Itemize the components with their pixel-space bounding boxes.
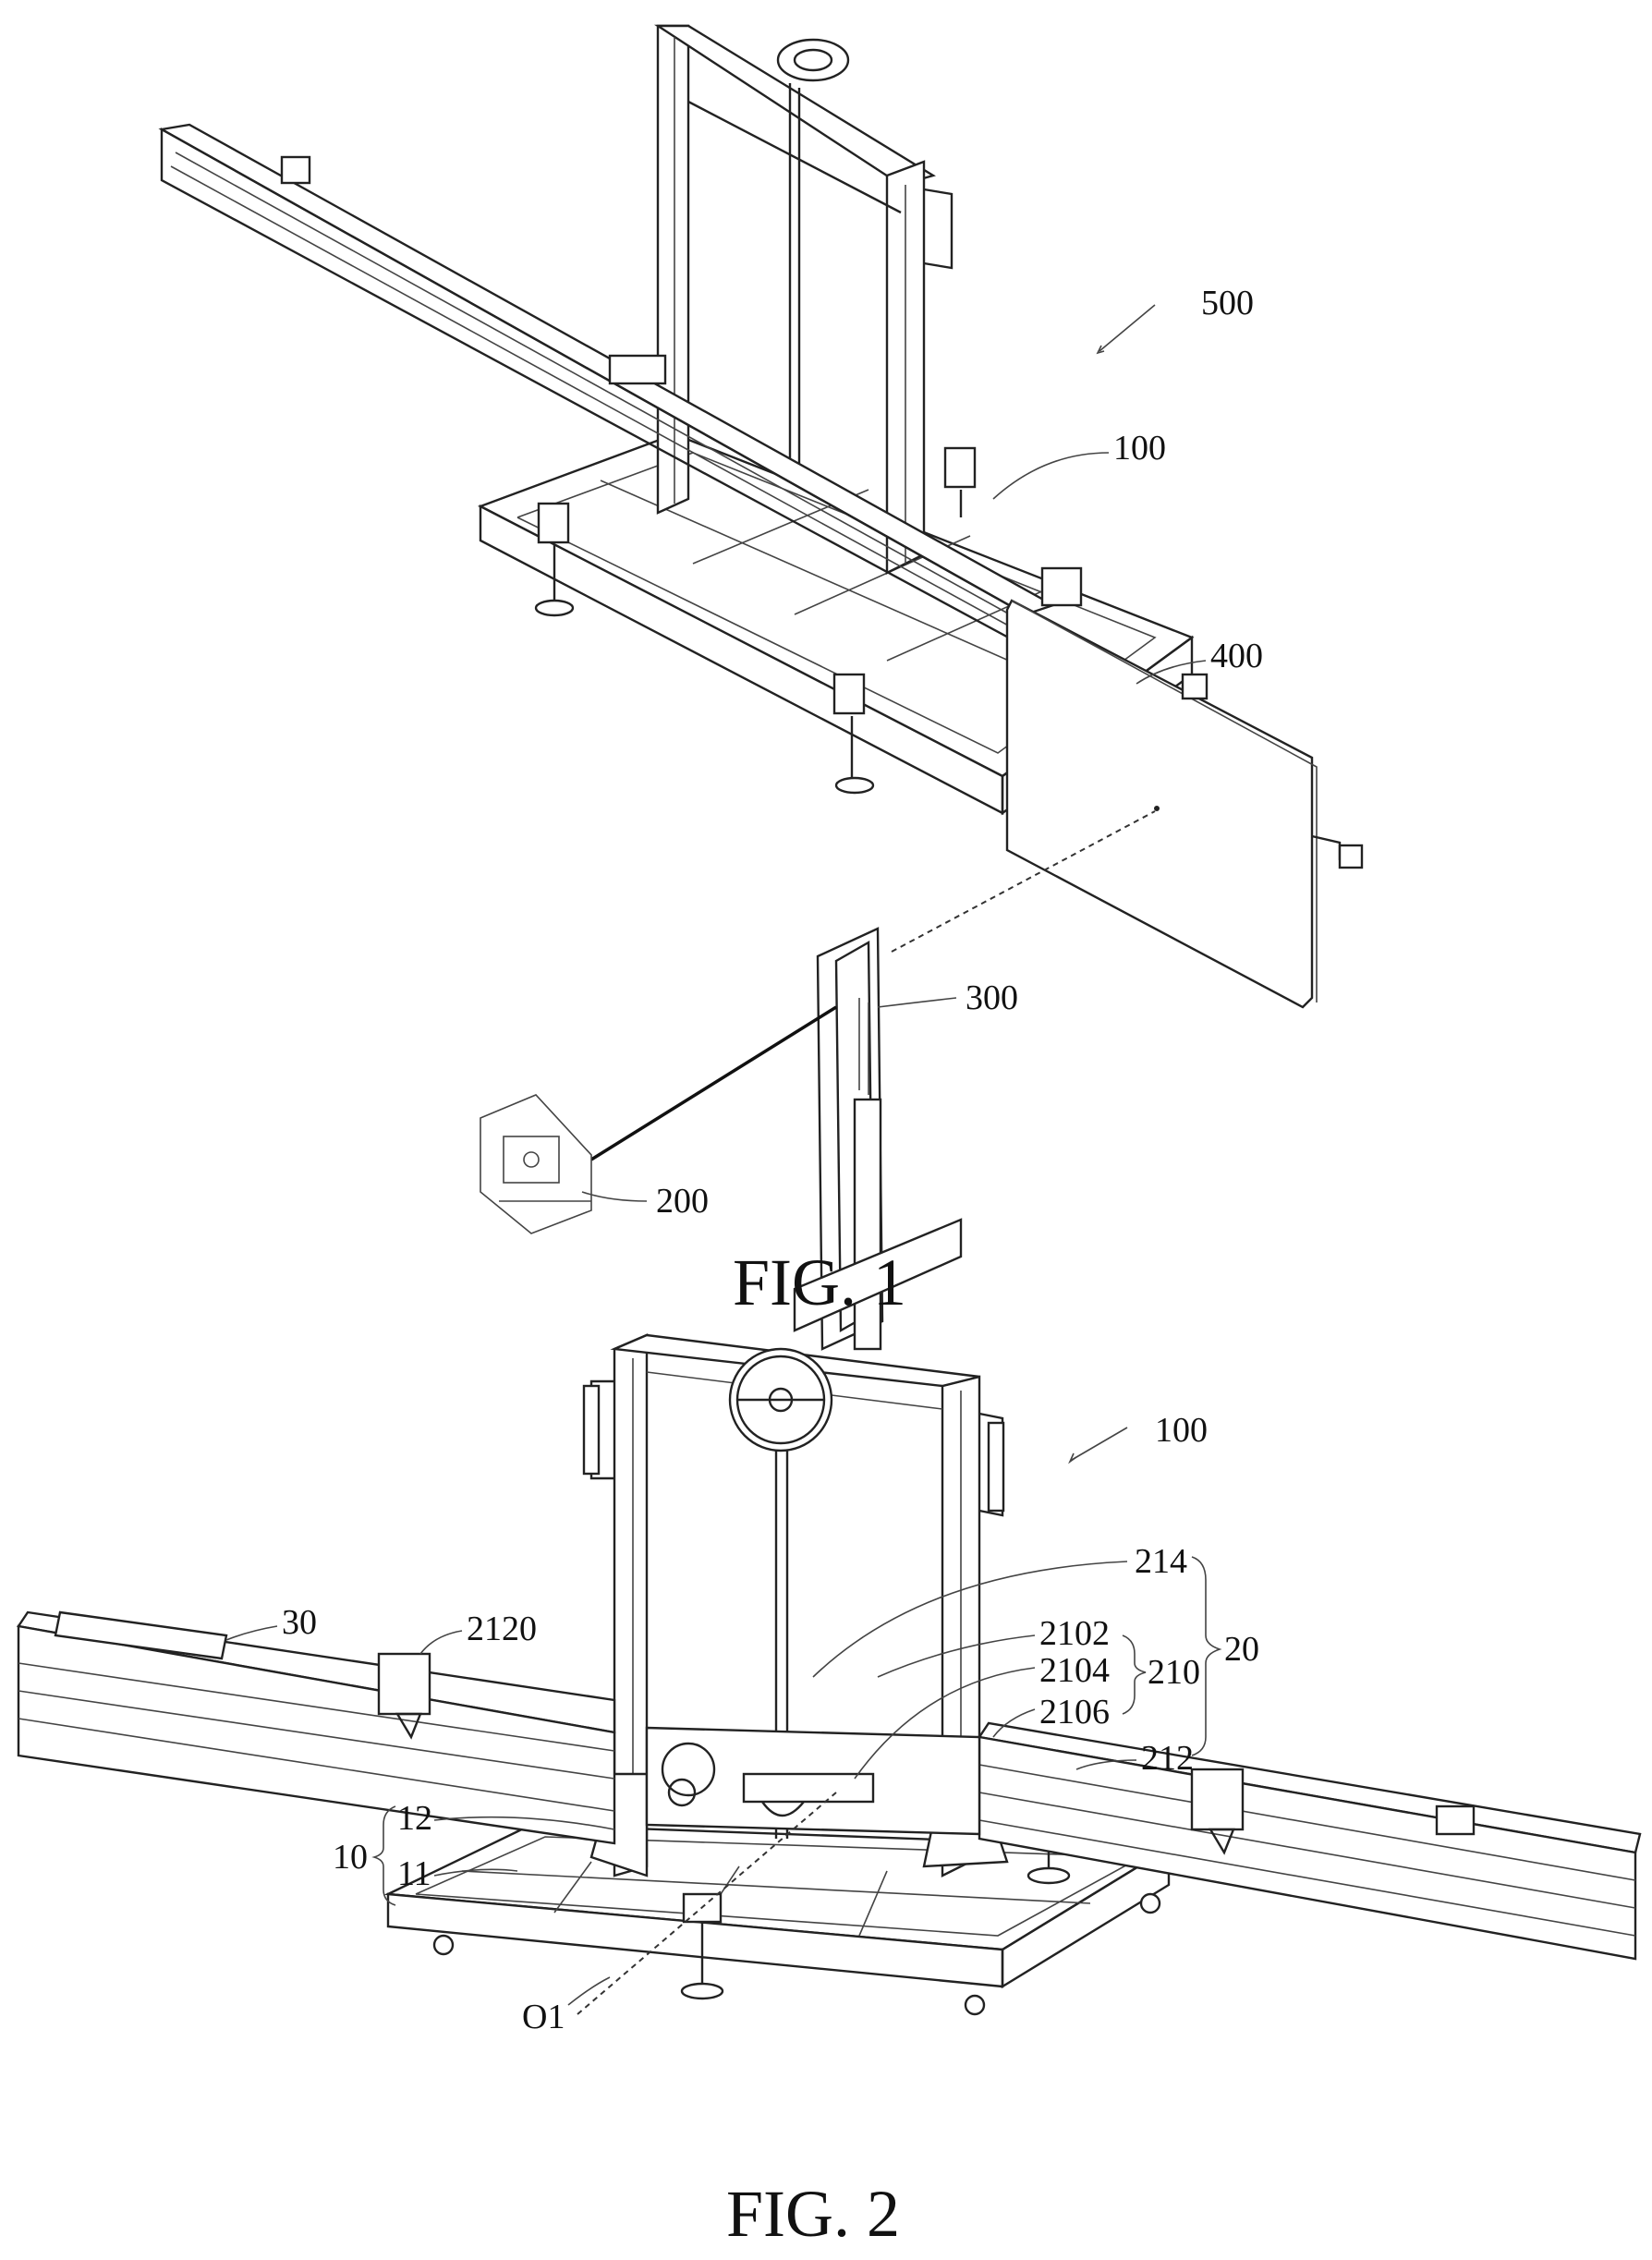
fig2-label-O1: O1 bbox=[522, 1998, 565, 2036]
fig1-label-300: 300 bbox=[966, 978, 1018, 1017]
fig1-wheel-clamp bbox=[480, 1095, 591, 1233]
fig1-label-400: 400 bbox=[1210, 637, 1263, 675]
fig2-caption: FIG. 2 bbox=[726, 2177, 900, 2251]
figure-1: 500 100 400 300 200 FIG. 1 bbox=[162, 26, 1362, 1349]
fig1-label-200: 200 bbox=[656, 1182, 709, 1221]
fig1-laser-beam-solid bbox=[591, 1007, 836, 1160]
fig2-label-2120: 2120 bbox=[467, 1610, 537, 1648]
fig2-label-10: 10 bbox=[333, 1838, 368, 1877]
fig1-label-100: 100 bbox=[1113, 429, 1166, 468]
fig1-label-500: 500 bbox=[1201, 284, 1254, 322]
fig2-label-100: 100 bbox=[1155, 1411, 1208, 1450]
fig2-label-30: 30 bbox=[282, 1603, 317, 1642]
fig2-label-2102: 2102 bbox=[1039, 1614, 1110, 1653]
fig2-label-12: 12 bbox=[397, 1799, 432, 1838]
fig2-label-2104: 2104 bbox=[1039, 1651, 1110, 1690]
fig2-label-210: 210 bbox=[1148, 1653, 1200, 1692]
fig2-label-11: 11 bbox=[397, 1854, 431, 1893]
fig1-caption: FIG. 1 bbox=[733, 1245, 906, 1319]
figure-2: 100 214 20 2102 210 2104 2106 212 30 212… bbox=[18, 1335, 1640, 2251]
fig1-target-board bbox=[1007, 601, 1362, 1007]
fig2-label-2106: 2106 bbox=[1039, 1693, 1110, 1731]
fig2-label-212: 212 bbox=[1141, 1739, 1194, 1778]
fig2-label-214: 214 bbox=[1135, 1542, 1187, 1581]
fig2-label-20: 20 bbox=[1224, 1630, 1259, 1669]
